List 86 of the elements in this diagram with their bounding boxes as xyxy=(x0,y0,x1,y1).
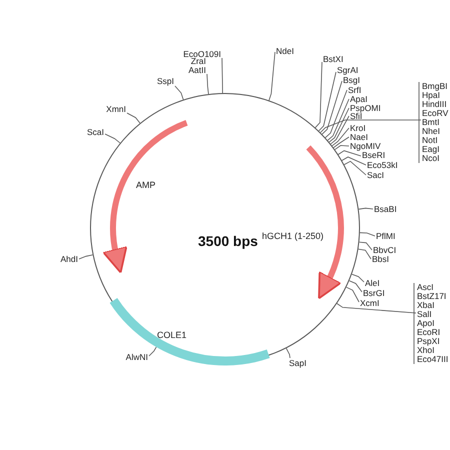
enzyme-site-label: SfiI xyxy=(350,112,362,121)
enzyme-name: PspXI xyxy=(417,337,441,346)
enzyme-name: XhoI xyxy=(417,346,434,355)
enzyme-site-label: NdeI xyxy=(276,47,294,56)
leader-line xyxy=(318,72,336,132)
enzyme-name: BstZ17I xyxy=(417,292,448,301)
enzyme-site-label: SgrAI xyxy=(337,66,358,75)
enzyme-site-label: BsgI xyxy=(343,76,360,85)
leader-line xyxy=(338,150,362,156)
enzyme-site-label: AhdI xyxy=(60,255,78,264)
enzyme-site-label: PspOMI xyxy=(350,104,381,113)
leader-line xyxy=(126,112,140,124)
feature-arrow xyxy=(262,145,344,300)
feature-label: COLE1 xyxy=(157,330,187,340)
enzyme-name: NheI xyxy=(422,127,441,136)
enzyme-site-label: BbsI xyxy=(372,255,390,264)
leader-line xyxy=(104,134,120,144)
enzyme-site-label: AlwNI xyxy=(126,353,148,362)
leader-line xyxy=(358,242,372,250)
leader-line xyxy=(322,80,342,135)
leader-line xyxy=(348,280,362,292)
leader-line xyxy=(360,232,376,236)
enzyme-name: EcoRV xyxy=(422,109,448,118)
leader-line xyxy=(330,116,350,144)
enzyme-name: SalI xyxy=(417,310,433,319)
feature-band xyxy=(110,298,270,366)
leader-line xyxy=(336,282,416,364)
leader-line xyxy=(342,156,366,166)
leader-line xyxy=(148,346,157,356)
enzyme-site-label: NaeI xyxy=(350,133,368,142)
enzyme-site-label: BseRI xyxy=(362,151,386,160)
leader-line xyxy=(352,274,364,282)
leader-line xyxy=(206,74,209,94)
feature-label: hGCH1 (1-250) xyxy=(262,231,324,241)
leader-line xyxy=(358,248,372,260)
enzyme-name: XbaI xyxy=(417,301,436,310)
leader-line xyxy=(327,98,350,141)
enzyme-site-label: BsrGI xyxy=(363,289,385,298)
leader-line xyxy=(333,136,350,148)
enzyme-site-label: PflMI xyxy=(376,232,396,241)
feature-label: AMP xyxy=(136,180,156,190)
leader-line xyxy=(320,82,422,164)
plasmid-size: 3500 bps xyxy=(198,233,258,249)
enzyme-site-label: NgoMIV xyxy=(350,142,381,151)
enzyme-site-label: SspI xyxy=(156,77,174,86)
enzyme-site-label: XcmI xyxy=(360,299,380,308)
leader-line xyxy=(332,128,350,146)
leader-line xyxy=(334,145,350,150)
leader-line xyxy=(358,208,374,210)
enzyme-name: ApoI xyxy=(417,319,436,328)
enzyme-site-label: SapI xyxy=(289,359,306,368)
leader-line xyxy=(174,86,184,100)
enzyme-name: ZraI xyxy=(190,57,206,66)
enzyme-site-label: Eco53kI xyxy=(367,161,398,170)
enzyme-site-label: BbvCI xyxy=(373,246,396,255)
enzyme-name: AatII xyxy=(188,66,206,75)
enzyme-name: EagI xyxy=(422,145,440,154)
enzyme-name: NotI xyxy=(422,136,439,145)
leader-line xyxy=(328,108,350,142)
leader-line xyxy=(324,90,348,138)
enzyme-name: AscI xyxy=(417,283,435,292)
leader-line xyxy=(78,254,94,260)
enzyme-name: BmgBI xyxy=(422,82,448,91)
enzyme-name: Eco47III xyxy=(417,355,448,364)
enzyme-site-label: AleI xyxy=(365,279,380,288)
leader-line xyxy=(222,58,223,94)
enzyme-site-label: KroI xyxy=(350,124,366,133)
enzyme-site-label: ApaI xyxy=(350,95,368,104)
feature-arrow xyxy=(102,120,188,274)
enzyme-site-label: XmnI xyxy=(106,105,126,114)
enzyme-name: EcoRI xyxy=(417,328,442,337)
enzyme-site-label: SrfI xyxy=(348,86,362,95)
enzyme-name: HindIII xyxy=(422,100,448,109)
enzyme-site-label: BstXI xyxy=(323,55,344,64)
leader-line xyxy=(346,286,360,302)
leader-line xyxy=(344,160,366,176)
leader-line xyxy=(314,62,322,128)
leader-line xyxy=(268,52,276,101)
enzyme-site-label: EcoO109I xyxy=(183,50,221,59)
enzyme-site-label: SacI xyxy=(367,171,384,180)
enzyme-name: NcoI xyxy=(422,154,440,163)
enzyme-site-label: BsaBI xyxy=(374,205,397,214)
enzyme-name: HpaI xyxy=(422,91,440,100)
leader-line xyxy=(286,348,290,358)
enzyme-site-label: ScaI xyxy=(86,128,104,137)
enzyme-name: BmtI xyxy=(422,118,440,127)
